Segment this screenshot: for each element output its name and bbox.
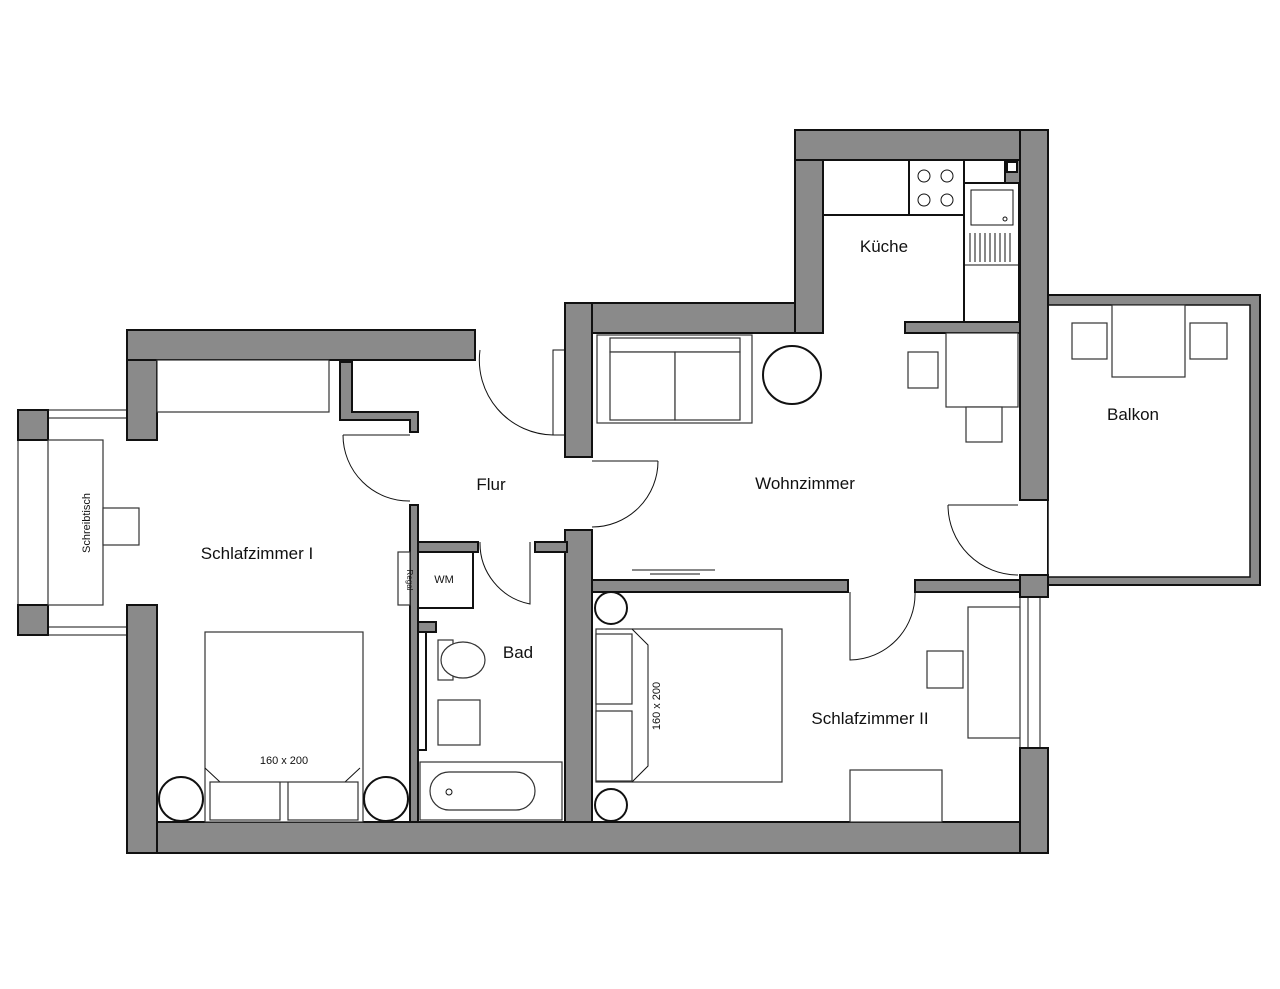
- bedroom1-furniture: [47, 359, 409, 823]
- kitchen-fixtures: [822, 159, 1020, 323]
- living-furniture: [596, 332, 1019, 575]
- shelf-label: Regal: [405, 570, 414, 591]
- room-label-living: Wohnzimmer: [755, 474, 855, 493]
- desk-label: Schreibtisch: [81, 493, 93, 553]
- room-label-kitchen: Küche: [860, 237, 908, 256]
- bath-fixtures: [397, 551, 563, 821]
- room-label-balcony: Balkon: [1107, 405, 1159, 424]
- room-label-hall: Flur: [476, 475, 506, 494]
- bed1-size-label: 160 x 200: [260, 755, 308, 767]
- room-label-bedroom1: Schlafzimmer I: [201, 544, 313, 563]
- room-label-bedroom2: Schlafzimmer II: [811, 709, 928, 728]
- room-label-bath: Bad: [503, 643, 533, 662]
- washing-machine-label: WM: [434, 574, 454, 586]
- balcony-furniture: [1071, 304, 1228, 378]
- bedroom2-furniture: [594, 591, 1021, 823]
- doors: [342, 349, 1019, 661]
- walls: [17, 129, 1049, 854]
- bed2-size-label: 160 x 200: [651, 682, 663, 730]
